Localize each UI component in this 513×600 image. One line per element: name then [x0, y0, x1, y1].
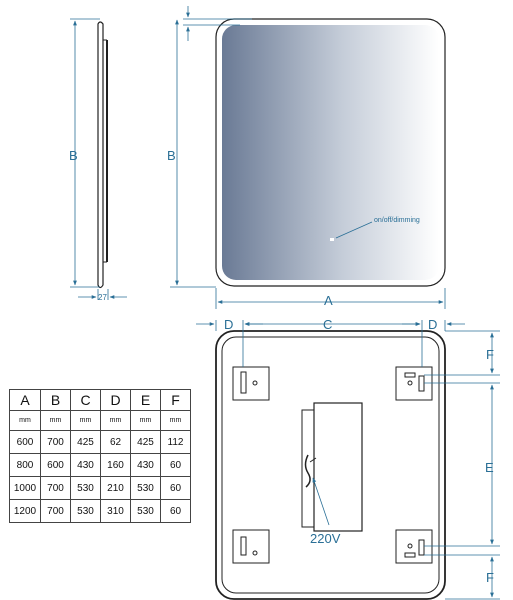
- header-e: E: [130, 389, 161, 411]
- table-row: 600 700 425 62 425 112: [9, 430, 191, 454]
- header-f: F: [160, 389, 191, 411]
- d-left-label: D: [224, 317, 233, 332]
- table-cell: 60: [160, 453, 191, 477]
- table-cell: 530: [130, 499, 161, 523]
- f-top-label: F: [486, 347, 494, 362]
- e-label: E: [485, 460, 494, 475]
- table-row: 1000 700 530 210 530 60: [9, 476, 191, 500]
- header-d: D: [100, 389, 131, 411]
- table-cell: 310: [100, 499, 131, 523]
- bracket-bottom-left: [232, 529, 270, 564]
- unit-cell: mm: [40, 410, 71, 431]
- table-cell: 600: [40, 453, 71, 477]
- unit-cell: mm: [130, 410, 161, 431]
- bracket-top-right: [395, 366, 433, 401]
- back-view: 220V D C D F E F: [196, 317, 500, 600]
- side-view: B 27: [69, 18, 127, 302]
- table-cell: 430: [130, 453, 161, 477]
- back-frame-outer: [215, 330, 446, 600]
- dimension-table: A B C D E F mm mm mm mm mm mm 600 700 42…: [9, 389, 191, 523]
- table-cell: 210: [100, 476, 131, 500]
- d-right-label: D: [428, 317, 437, 332]
- table-cell: 1000: [9, 476, 41, 500]
- front-view: on/off/dimming B A: [167, 6, 446, 309]
- unit-cell: mm: [160, 410, 191, 431]
- table-cell: 700: [40, 430, 71, 454]
- back-frame-inner: [221, 336, 440, 594]
- table-cell: 800: [9, 453, 41, 477]
- table-header-row: A B C D E F: [9, 389, 191, 411]
- touch-switch: [330, 238, 334, 241]
- side-height-label: B: [69, 148, 78, 163]
- front-height-label: B: [167, 148, 176, 163]
- table-row: 1200 700 530 310 530 60: [9, 499, 191, 523]
- header-c: C: [70, 389, 101, 411]
- table-cell: 700: [40, 499, 71, 523]
- table-cell: 530: [130, 476, 161, 500]
- f-bottom-label: F: [486, 570, 494, 585]
- power-label: 220V: [310, 531, 341, 546]
- driver-box: [301, 402, 363, 532]
- table-cell: 60: [160, 476, 191, 500]
- switch-label: on/off/dimming: [374, 217, 420, 224]
- table-cell: 160: [100, 453, 131, 477]
- depth-label: 27: [98, 293, 107, 302]
- table-cell: 112: [160, 430, 191, 454]
- table-units-row: mm mm mm mm mm mm: [9, 410, 191, 431]
- bracket-top-left: [232, 366, 270, 401]
- table-cell: 425: [70, 430, 101, 454]
- table-cell: 1200: [9, 499, 41, 523]
- table-cell: 60: [160, 499, 191, 523]
- unit-cell: mm: [70, 410, 101, 431]
- mirror-glass: [222, 25, 439, 280]
- unit-cell: mm: [100, 410, 131, 431]
- width-label: A: [324, 293, 333, 308]
- table-cell: 425: [130, 430, 161, 454]
- unit-cell: mm: [9, 410, 41, 431]
- bracket-bottom-right: [395, 529, 433, 564]
- table-cell: 700: [40, 476, 71, 500]
- table-row: 800 600 430 160 430 60: [9, 453, 191, 477]
- header-a: A: [9, 389, 41, 411]
- table-cell: 62: [100, 430, 131, 454]
- table-cell: 430: [70, 453, 101, 477]
- table-cell: 530: [70, 476, 101, 500]
- header-b: B: [40, 389, 71, 411]
- side-profile: [97, 21, 104, 289]
- table-cell: 600: [9, 430, 41, 454]
- c-label: C: [323, 317, 332, 332]
- table-cell: 530: [70, 499, 101, 523]
